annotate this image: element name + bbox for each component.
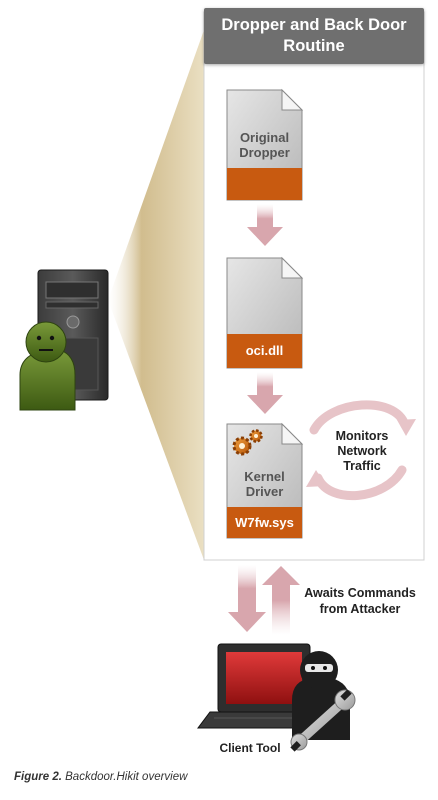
monitors-line1: Monitors (335, 429, 389, 443)
awaits-line1: Awaits Commands (304, 586, 416, 600)
cycle-arrow-icon (306, 400, 416, 501)
original-dropper-label-line2: Dropper (239, 145, 290, 160)
kernel-driver-label-line2: Driver (245, 484, 284, 499)
monitors-network-traffic-label: Monitors Network Traffic (322, 429, 402, 474)
command-down-arrow (228, 565, 266, 632)
command-up-arrow (262, 566, 300, 635)
gear-icon (232, 436, 252, 456)
kernel-driver-label-line1: Kernel (244, 469, 285, 484)
monitors-line2: Network (337, 444, 387, 458)
figure-caption-prefix: Figure 2. (14, 771, 62, 783)
user-icon (19, 321, 76, 411)
laptop-icon (197, 643, 331, 729)
figure-caption-text: Backdoor.Hikit overview (65, 771, 188, 783)
gear-icon (249, 429, 263, 443)
flow-arrow (247, 372, 283, 414)
routine-title: Dropper and Back Door Routine (204, 8, 424, 64)
routine-title-line2: Routine (283, 37, 345, 55)
document-icon (226, 88, 304, 201)
document-icon (226, 256, 304, 369)
original-dropper-label: Original Dropper (227, 130, 302, 160)
monitors-line3: Traffic (343, 459, 381, 473)
projection-cone (108, 30, 204, 560)
kernel-driver-label: Kernel Driver (227, 469, 302, 499)
awaits-line2: from Attacker (319, 602, 401, 616)
oci-dll-filename: oci.dll (245, 343, 284, 358)
flow-arrow (247, 204, 283, 246)
figure-caption: Figure 2. Backdoor.Hikit overview (14, 771, 187, 783)
original-dropper-label-line1: Original (239, 130, 290, 145)
client-tool-label: Client Tool (219, 741, 281, 755)
wrench-icon (290, 689, 356, 752)
w7fw-sys-filename: W7fw.sys (235, 515, 294, 530)
ninja-icon (292, 651, 350, 740)
routine-title-line1: Dropper and Back Door (221, 16, 407, 34)
awaits-commands-label: Awaits Commands from Attacker (296, 585, 424, 617)
